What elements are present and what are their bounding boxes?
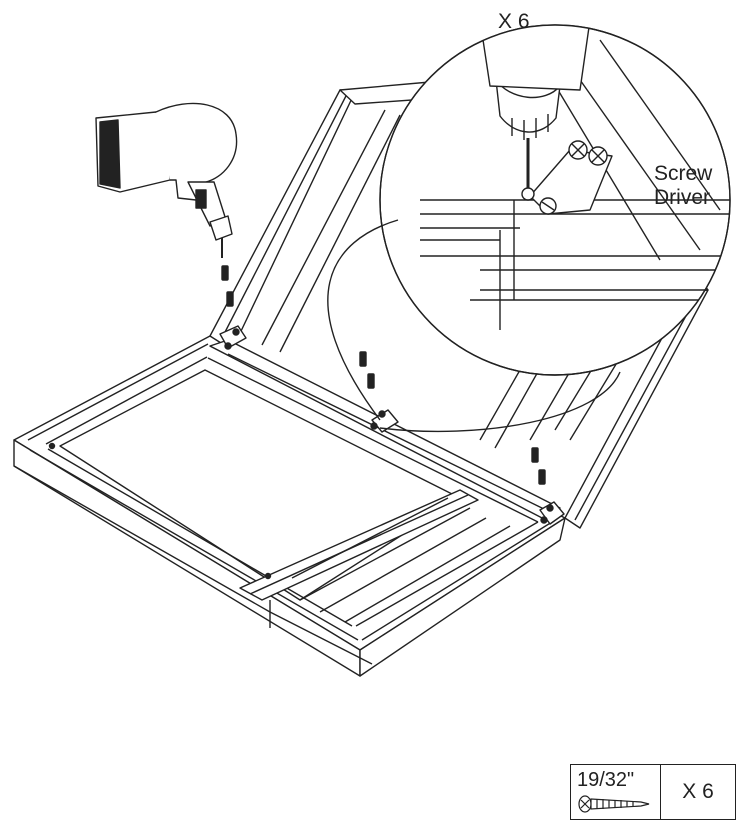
tool-label: Screw Driver: [654, 162, 744, 210]
hardware-size-cell: 19/32": [571, 765, 661, 819]
loose-screws: [221, 265, 546, 485]
tool-label-line2: Driver: [654, 186, 710, 209]
magnified-callout: [327, 24, 731, 433]
power-drill-icon: [95, 102, 238, 258]
base-frame: [13, 335, 566, 677]
brackets: [48, 325, 565, 580]
hardware-quantity: X 6: [682, 780, 714, 803]
hardware-size: 19/32": [577, 769, 635, 791]
back-frame: [209, 81, 709, 529]
hardware-box: 19/32" X 6: [570, 764, 736, 820]
callout-quantity: X 6: [498, 10, 530, 33]
tool-label-line1: Screw: [654, 162, 713, 185]
screw-icon: [578, 795, 650, 813]
